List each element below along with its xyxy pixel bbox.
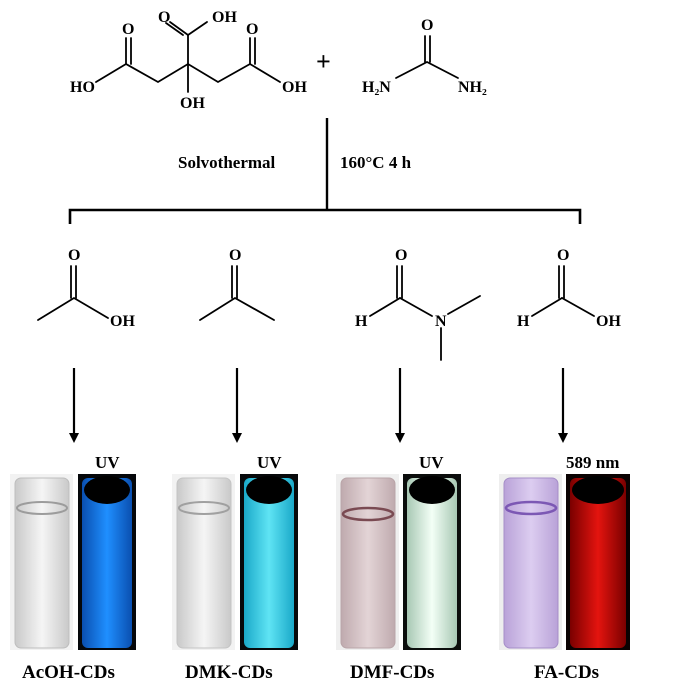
dmf-h: H: [355, 313, 368, 330]
branch-bracket: [70, 210, 580, 224]
acetic-acid-structure: O OH: [38, 247, 135, 330]
condition-method: Solvothermal: [178, 153, 276, 172]
formic-o: O: [557, 247, 569, 264]
vial-pair-fa: 589 nm FA-CDs: [499, 453, 630, 683]
citric-o-left: O: [122, 21, 134, 38]
dmf-o: O: [395, 247, 407, 264]
excitation-fa: 589 nm: [566, 453, 619, 472]
vial-label-fa: FA-CDs: [534, 662, 599, 683]
urea-nh2-right: NH₂: [458, 79, 487, 96]
citric-oh-center: OH: [180, 95, 205, 112]
dmf-structure: O H N: [355, 247, 480, 360]
vial-dmf-daylight: [341, 478, 395, 648]
vial-label-dmk: DMK-CDs: [185, 662, 273, 683]
citric-o-right: O: [246, 21, 258, 38]
citric-oh-top: OH: [212, 9, 237, 26]
acetone-o: O: [229, 247, 241, 264]
vial-pair-dmf: UV DMF-CDs: [336, 453, 461, 683]
acetic-o: O: [68, 247, 80, 264]
vial-label-acoh: AcOH-CDs: [22, 662, 115, 683]
excitation-dmk: UV: [257, 453, 282, 472]
acetic-oh: OH: [110, 313, 135, 330]
dmf-n: N: [435, 313, 447, 330]
formic-oh: OH: [596, 313, 621, 330]
condition-params: 160°C 4 h: [340, 153, 412, 172]
citric-ho-left: HO: [70, 79, 95, 96]
formic-h: H: [517, 313, 530, 330]
citric-o-top: O: [158, 9, 170, 26]
vial-pair-acoh: UV AcOH-CDs: [10, 453, 136, 683]
formic-acid-structure: O H OH: [517, 247, 621, 330]
excitation-acoh: UV: [95, 453, 120, 472]
urea-structure: O H₂N NH₂: [362, 17, 487, 96]
excitation-dmf: UV: [419, 453, 444, 472]
urea-nh2-left: H₂N: [362, 79, 391, 96]
vial-label-dmf: DMF-CDs: [350, 662, 434, 683]
citric-acid-structure: O OH O O HO OH OH: [70, 9, 307, 112]
urea-o: O: [421, 17, 433, 34]
vial-pair-dmk: UV DMK-CDs: [172, 453, 298, 683]
acetone-structure: O: [200, 247, 274, 320]
citric-oh-right: OH: [282, 79, 307, 96]
plus-sign: +: [316, 47, 331, 76]
